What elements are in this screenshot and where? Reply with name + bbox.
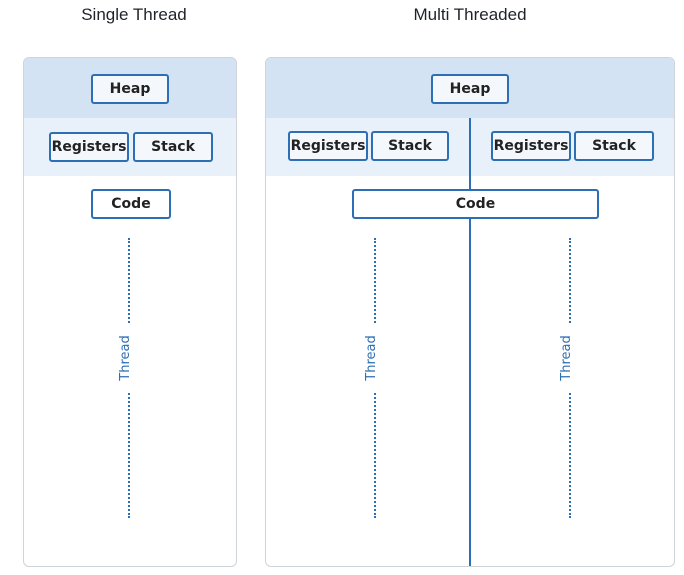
heap-box: Heap <box>91 74 169 104</box>
thread-label: Thread <box>116 325 136 391</box>
registers-box: Registers <box>49 132 129 162</box>
single-thread-title: Single Thread <box>81 5 187 24</box>
thread-label-left: Thread <box>362 325 382 391</box>
heap-band: Heap <box>24 58 236 118</box>
stack-box-right: Stack <box>574 131 654 161</box>
multi-threaded-title: Multi Threaded <box>413 5 527 24</box>
registers-box-right: Registers <box>491 131 571 161</box>
code-box: Code <box>91 189 171 219</box>
thread-label-right: Thread <box>557 325 577 391</box>
registers-box-left: Registers <box>288 131 368 161</box>
stack-box-left: Stack <box>371 131 449 161</box>
heap-box: Heap <box>431 74 509 104</box>
registers-stack-band: Registers Stack <box>24 118 236 176</box>
stack-box: Stack <box>133 132 213 162</box>
thread-divider <box>469 118 471 566</box>
shared-code-box: Code <box>352 189 599 219</box>
multi-threaded-panel: Heap Registers Stack Registers Stack Cod… <box>265 57 675 567</box>
heap-band: Heap <box>266 58 674 118</box>
single-thread-panel: Heap Registers Stack Code Thread <box>23 57 237 567</box>
